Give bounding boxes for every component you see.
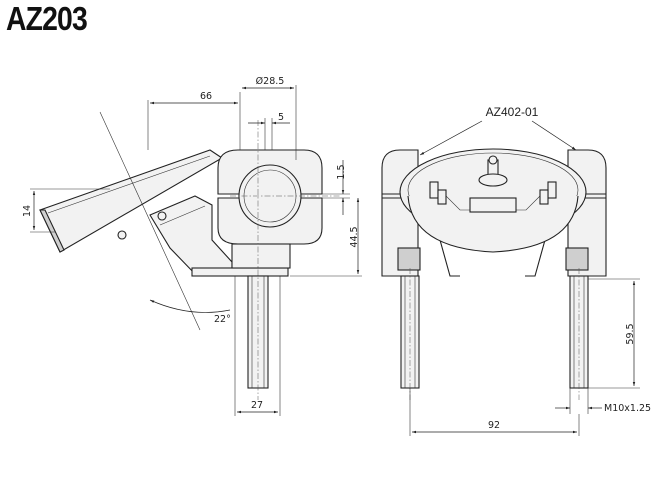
side-view	[39, 120, 340, 400]
post-right-inner	[539, 189, 549, 205]
post-right	[547, 181, 557, 199]
dim-59-5: 59.5	[625, 323, 636, 344]
dim-66: 66	[200, 91, 212, 102]
dim-thread: M10x1.25	[604, 403, 651, 414]
nut-right	[565, 247, 589, 271]
part-label: AZ402-01	[486, 105, 539, 119]
screw-head	[117, 230, 127, 240]
side-view-dimensions: 66 Ø28.5 5 14 1.5 44.5 22° 27	[22, 76, 362, 416]
drawing-title: AZ203	[6, 0, 88, 37]
center-post-cap	[488, 155, 498, 165]
dim-14: 14	[22, 205, 33, 217]
dim-5: 5	[278, 112, 284, 123]
angled-plate-edge	[39, 209, 65, 253]
dim-22-deg: 22°	[214, 314, 231, 325]
front-view	[381, 148, 607, 400]
dim-27: 27	[251, 400, 263, 411]
dim-1-5: 1.5	[336, 164, 347, 179]
nut-left	[397, 247, 421, 271]
base-plate	[191, 267, 289, 277]
post-left-inner	[437, 189, 447, 205]
clamp-stem	[231, 243, 291, 269]
dish-body	[407, 195, 579, 253]
center-post-base	[478, 173, 508, 187]
post-left	[429, 181, 439, 199]
dim-diameter: Ø28.5	[256, 76, 285, 87]
part-callout: AZ402-01	[419, 105, 577, 156]
dim-92: 92	[488, 420, 500, 431]
dish-center-block	[469, 197, 517, 213]
screw-head	[157, 211, 167, 221]
dim-44-5: 44.5	[349, 226, 360, 247]
front-view-dimensions: 59.5 M10x1.25 92	[409, 278, 651, 436]
